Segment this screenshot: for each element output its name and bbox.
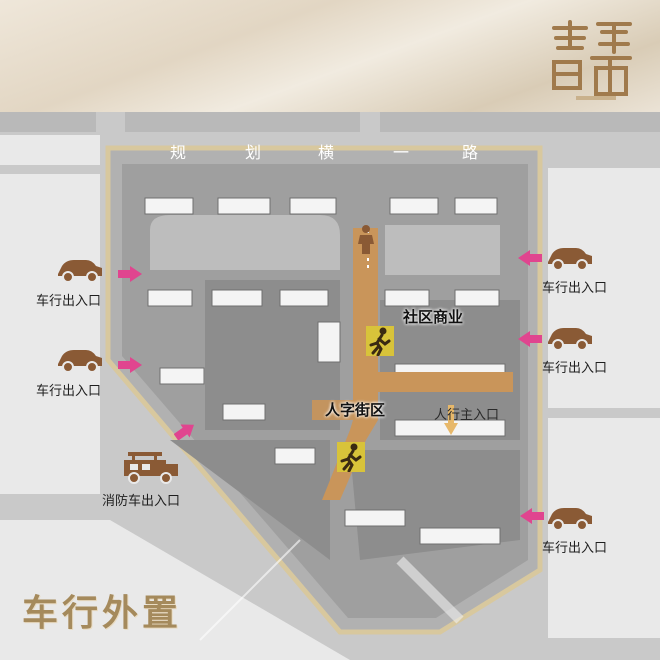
road-name-char: 划	[245, 143, 263, 162]
fire-truck-icon	[124, 452, 178, 484]
vehicle-entrance-label: 车行出入口	[36, 383, 102, 398]
vehicle-entrance-label: 车行出入口	[542, 280, 608, 295]
page-title: 车行外置	[22, 593, 183, 634]
pedestrian-main-entrance-label: 人行主入口	[434, 407, 500, 422]
road-name-char: 一	[393, 143, 411, 162]
entrance-arrow-icon	[520, 508, 544, 524]
entrance-arrow-icon	[118, 266, 142, 282]
street-district-label: 人字街区	[325, 401, 386, 419]
entrance-arrow-icon	[518, 250, 542, 266]
entrance-arrow-icon	[174, 424, 195, 440]
car-icon	[58, 350, 102, 373]
entrance-arrow-icon	[118, 357, 142, 373]
pedestrian-entrance-arrow-icon	[444, 405, 458, 435]
entrance-arrow-icon	[518, 331, 542, 347]
vehicle-entrance-label: 车行出入口	[542, 540, 608, 555]
car-icon	[58, 260, 102, 283]
walking-person-icon	[337, 442, 365, 472]
vehicle-entrance-label: 车行出入口	[36, 293, 102, 308]
road-name-char: 规	[170, 143, 188, 162]
pedestrian-icon	[358, 225, 374, 254]
vehicle-entrance-label: 车行出入口	[542, 360, 608, 375]
header-banner	[0, 0, 660, 112]
community-commerce-label: 社区商业	[403, 308, 464, 326]
brand-logo	[552, 20, 632, 100]
road-name-char: 路	[462, 143, 480, 162]
fire-truck-entrance-label: 消防车出入口	[102, 493, 181, 508]
car-icon	[548, 328, 592, 351]
car-icon	[548, 248, 592, 271]
road-name-char: 横	[318, 143, 336, 162]
car-icon	[548, 508, 592, 531]
walking-person-icon	[366, 326, 394, 356]
